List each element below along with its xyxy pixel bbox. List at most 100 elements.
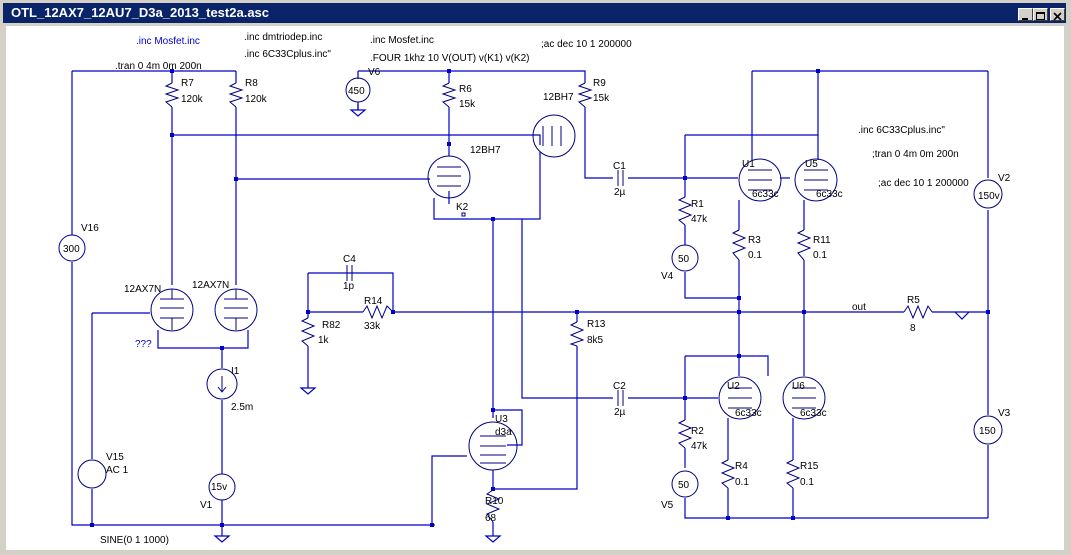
u6-value: 6c33c xyxy=(800,408,827,419)
directive-tran-2[interactable]: ;tran 0 4m 0m 200n xyxy=(872,149,959,160)
r5-name: R5 xyxy=(907,295,920,306)
voltage-source-v5[interactable]: V5 50 xyxy=(661,470,699,511)
v15-value: AC 1 xyxy=(106,465,129,476)
maximize-button[interactable] xyxy=(1033,8,1048,21)
directive-inc-dmtriodep[interactable]: .inc dmtriodep.inc xyxy=(244,32,322,43)
u3-value: d3a xyxy=(495,427,512,438)
tube-u3[interactable]: U3 d3a xyxy=(468,414,518,471)
directive-ac[interactable]: ;ac dec 10 1 200000 xyxy=(541,39,632,50)
tube-u1[interactable]: U1 6c33c xyxy=(738,158,782,202)
voltage-source-v4[interactable]: V4 50 xyxy=(661,244,699,282)
r8-value: 120k xyxy=(245,94,268,105)
v6-name: V6 xyxy=(368,67,381,78)
resistor-r8[interactable]: R8 120k xyxy=(228,78,268,108)
current-source-i1[interactable]: I1 2.5m xyxy=(206,366,253,413)
directive-inc-mosfet-2[interactable]: .inc Mosfet.inc xyxy=(370,35,434,46)
voltage-source-v16[interactable]: V16 300 xyxy=(58,223,99,262)
r2-value: 47k xyxy=(691,441,708,452)
resistor-r4[interactable]: R40.1 xyxy=(720,459,749,489)
directive-inc-6c33c[interactable]: .inc 6C33Cplus.inc" xyxy=(244,49,331,60)
v5-value: 50 xyxy=(678,480,690,491)
c2-name: C2 xyxy=(613,381,626,392)
r6-name: R6 xyxy=(459,84,472,95)
r3-name: R3 xyxy=(748,235,761,246)
tube-u6[interactable]: U6 6c33c xyxy=(782,376,827,420)
directive-tran[interactable]: .tran 0 4m 0m 200n xyxy=(115,61,202,72)
ground-icon xyxy=(300,381,316,395)
net-out-label[interactable]: out xyxy=(852,302,866,313)
tube-12bh7-a[interactable]: 12BH7 K2 xyxy=(427,145,501,217)
capacitor-c2[interactable]: C2 2µ xyxy=(613,381,626,418)
tube-u2[interactable]: U2 6c33c xyxy=(718,376,762,420)
r1-value: 47k xyxy=(691,214,708,225)
directive-inc-mosfet[interactable]: .inc Mosfet.inc xyxy=(136,36,200,47)
resistor-r5[interactable]: R58 xyxy=(903,295,933,334)
voltage-source-v15[interactable]: V15 AC 1 SINE(0 1 1000) xyxy=(77,452,169,546)
voltage-source-v2[interactable]: V2 150v xyxy=(973,173,1011,209)
r10-value: 68 xyxy=(485,513,497,524)
tube-12bh7-b-label: 12BH7 xyxy=(543,92,574,103)
i1-name: I1 xyxy=(231,366,240,377)
tube-12ax7n-a[interactable]: 12AX7N ??? xyxy=(124,284,194,350)
r13-name: R13 xyxy=(587,319,606,330)
r7-name: R7 xyxy=(181,78,194,89)
close-button[interactable] xyxy=(1050,8,1065,21)
resistor-r7[interactable]: R7 120k xyxy=(164,78,204,108)
net-k2-label: K2 xyxy=(456,202,469,213)
v3-value: 150 xyxy=(979,426,996,437)
maximize-icon xyxy=(1036,12,1045,20)
resistor-r3[interactable]: R30.1 xyxy=(731,229,762,261)
r9-value: 15k xyxy=(593,93,610,104)
v3-name: V3 xyxy=(998,408,1011,419)
r3-value: 0.1 xyxy=(748,250,762,261)
r14-name: R14 xyxy=(364,296,383,307)
tube-12bh7-a-label: 12BH7 xyxy=(470,145,501,156)
c2-value: 2µ xyxy=(614,407,626,418)
directive-four[interactable]: .FOUR 1khz 10 V(OUT) v(K1) v(K2) xyxy=(370,53,529,64)
directive-inc-6c33c-2[interactable]: .inc 6C33Cplus.inc" xyxy=(858,125,945,136)
tube-12ax7n-a-label: 12AX7N xyxy=(124,284,161,295)
v2-name: V2 xyxy=(998,173,1011,184)
tube-12bh7-b[interactable]: 12BH7 xyxy=(532,92,576,158)
r1-name: R1 xyxy=(691,199,704,210)
c4-value: 1p xyxy=(343,281,355,292)
v2-value: 150v xyxy=(978,191,1000,202)
r82-name: R82 xyxy=(322,320,341,331)
tube-12ax7n-b[interactable]: 12AX7N xyxy=(192,280,258,332)
tube-u5[interactable]: U5 6c33c xyxy=(794,158,843,202)
voltage-source-v6[interactable]: V6 450 xyxy=(345,67,381,117)
r11-value: 0.1 xyxy=(813,250,827,261)
r8-name: R8 xyxy=(245,78,258,89)
r15-value: 0.1 xyxy=(800,477,814,488)
r7-value: 120k xyxy=(181,94,204,105)
u5-value: 6c33c xyxy=(816,189,843,200)
u3-name: U3 xyxy=(495,414,508,425)
minimize-button[interactable] xyxy=(1018,8,1033,21)
v4-value: 50 xyxy=(678,254,690,265)
directive-ac-2[interactable]: ;ac dec 10 1 200000 xyxy=(878,178,969,189)
close-icon xyxy=(1053,12,1062,21)
voltage-source-v3[interactable]: V3 150 xyxy=(973,408,1011,445)
i1-value: 2.5m xyxy=(231,402,253,413)
v6-value: 450 xyxy=(348,86,365,97)
window-title: OTL_12AX7_12AU7_D3a_2013_test2a.asc xyxy=(11,5,270,20)
title-bar[interactable]: OTL_12AX7_12AU7_D3a_2013_test2a.asc xyxy=(3,3,1066,23)
c1-name: C1 xyxy=(613,161,626,172)
v4-name: V4 xyxy=(661,271,674,282)
schematic-canvas[interactable]: .inc Mosfet.inc .inc dmtriodep.inc .inc … xyxy=(6,26,1064,550)
u1-value: 6c33c xyxy=(752,189,779,200)
voltage-source-v1[interactable]: V1 15v xyxy=(200,473,236,543)
